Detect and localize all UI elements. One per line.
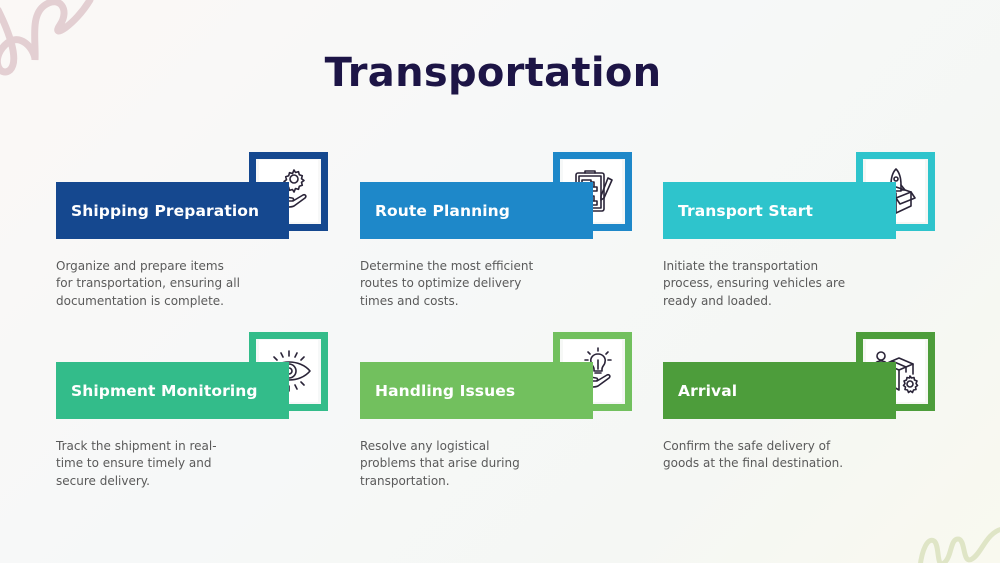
step-title: Shipment Monitoring (71, 381, 258, 400)
step-card-handling-issues: Handling Issues Resolve any logistical p… (360, 332, 640, 512)
step-description: Resolve any logistical problems that ari… (360, 439, 520, 488)
step-title: Shipping Preparation (71, 201, 260, 220)
step-banner: Shipment Monitoring (56, 362, 289, 419)
step-description: Determine the most efficient routes to o… (360, 259, 534, 308)
step-card-shipment-monitoring: Shipment Monitoring Track the shipment i… (56, 332, 336, 512)
decorative-squiggle-bottom-right (918, 527, 1000, 563)
step-description: Confirm the safe delivery of goods at th… (663, 439, 844, 471)
step-card-arrival: Arrival Confirm the safe delivery of goo… (663, 332, 943, 512)
step-banner: Route Planning (360, 182, 593, 239)
step-card-route-planning: Route Planning Determine the most effici… (360, 152, 640, 332)
step-title: Route Planning (375, 201, 510, 220)
step-title: Handling Issues (375, 381, 516, 400)
step-banner: Shipping Preparation (56, 182, 289, 239)
step-card-transport-start: Transport Start Initiate the transportat… (663, 152, 943, 332)
step-description: Track the shipment in real-time to ensur… (56, 439, 217, 488)
step-banner: Handling Issues (360, 362, 593, 419)
step-card-shipping-preparation: Shipping Preparation Organize and prepar… (56, 152, 336, 332)
step-description: Initiate the transportation process, ens… (663, 259, 846, 308)
step-banner: Transport Start (663, 182, 896, 239)
step-description: Organize and prepare items for transport… (56, 259, 240, 308)
step-title: Transport Start (678, 201, 814, 220)
step-title: Arrival (678, 381, 738, 400)
step-banner: Arrival (663, 362, 896, 419)
page-title: Transportation (324, 50, 662, 96)
